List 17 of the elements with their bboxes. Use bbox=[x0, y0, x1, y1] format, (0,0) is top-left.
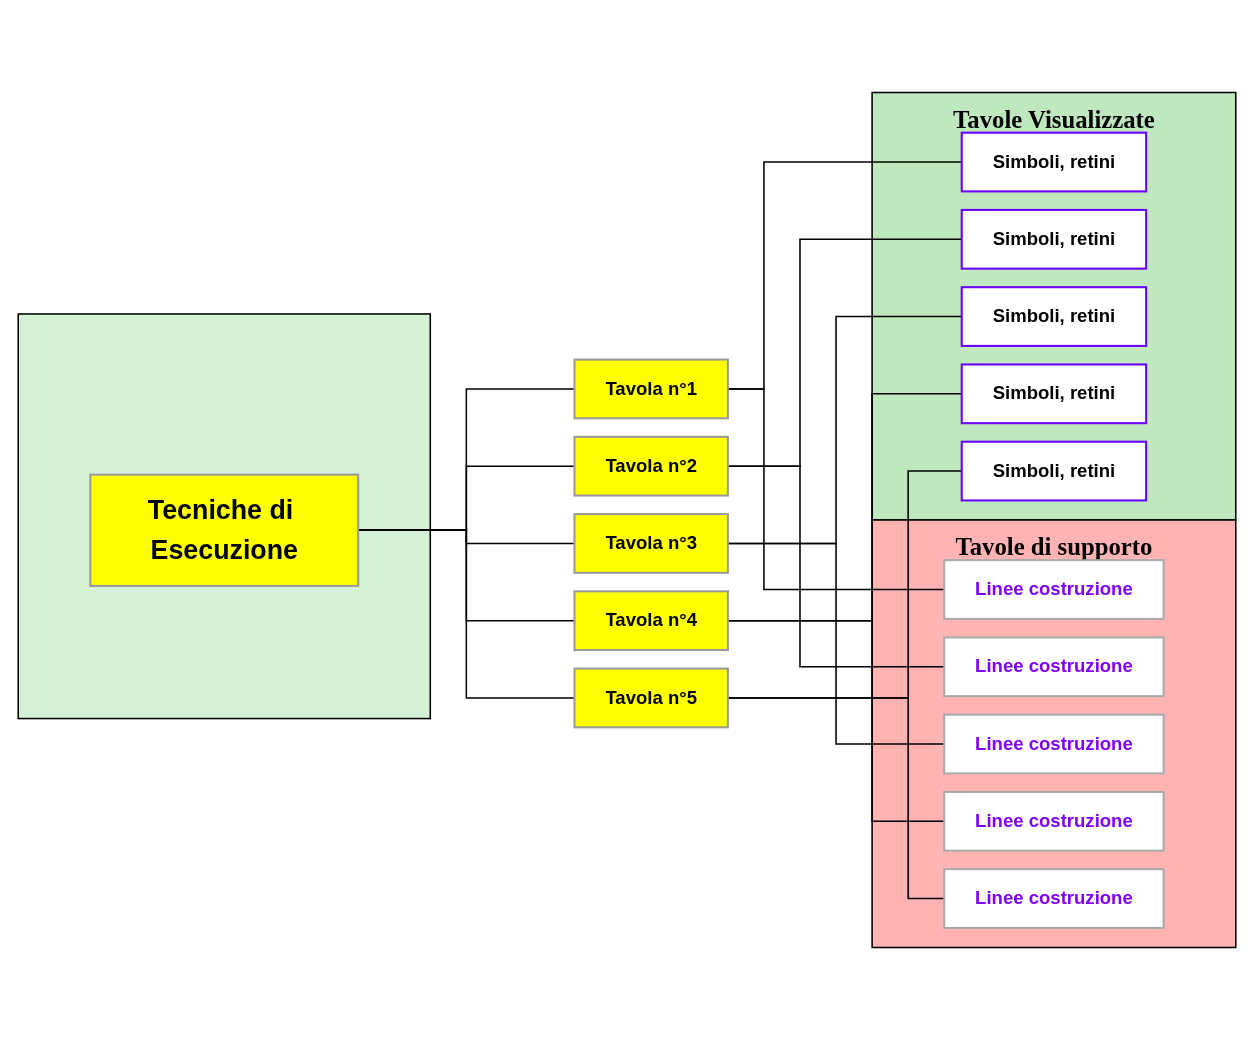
cluster bbox=[17, 313, 432, 720]
node-box: Tavola n°4 bbox=[573, 590, 729, 652]
node-box: Simboli, retini bbox=[960, 208, 1148, 270]
node-box: Simboli, retini bbox=[960, 286, 1148, 347]
node-box: Tecniche di Esecuzione bbox=[89, 473, 360, 587]
node-box: Simboli, retini bbox=[960, 363, 1148, 425]
node-box: Linee costruzione bbox=[943, 713, 1165, 775]
node-box: Tavola n°5 bbox=[573, 667, 729, 729]
node-box: Linee costruzione bbox=[943, 636, 1165, 698]
node-box: Tavola n°1 bbox=[573, 358, 729, 420]
node-box: Linee costruzione bbox=[943, 868, 1165, 929]
node-box: Linee costruzione bbox=[943, 559, 1165, 620]
node-box: Tavola n°3 bbox=[573, 513, 729, 574]
node-box: Linee costruzione bbox=[943, 790, 1165, 852]
node-box: Simboli, retini bbox=[960, 440, 1148, 502]
node-box: Simboli, retini bbox=[960, 131, 1148, 193]
node-box: Tavola n°2 bbox=[573, 435, 729, 497]
